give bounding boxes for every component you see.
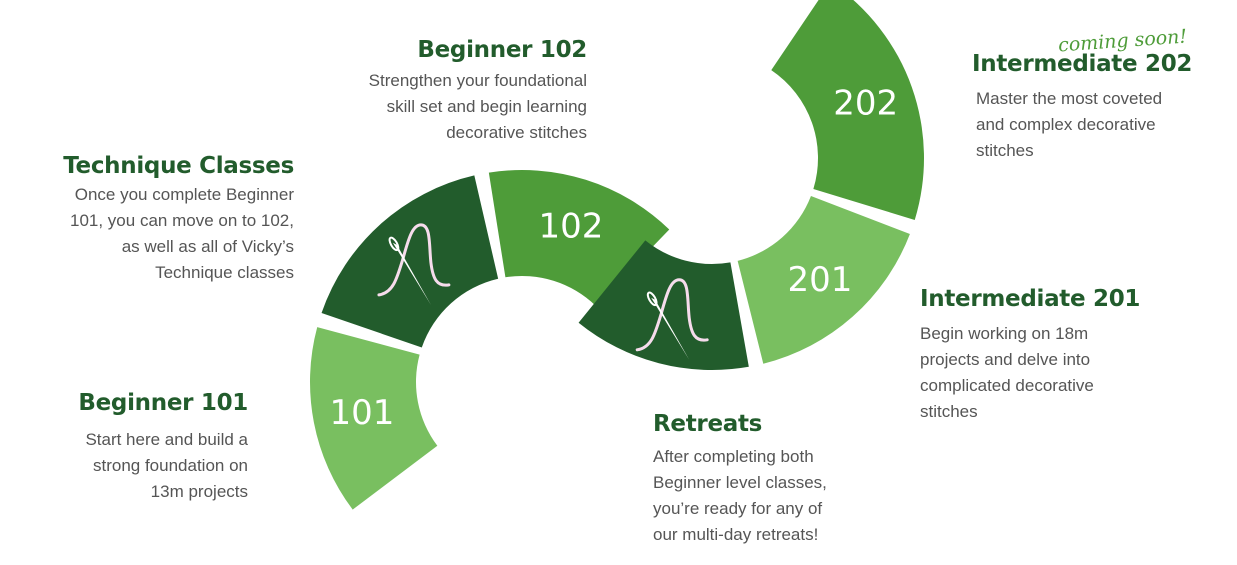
beginner-102-block: Beginner 102 Strengthen your foundationa… (368, 36, 588, 146)
description-line: stitches (976, 141, 1034, 160)
retreats-block: Retreats After completing both Beginner … (653, 410, 827, 548)
description-line: Technique classes (155, 263, 294, 282)
description-line: our multi-day retreats! (653, 525, 819, 544)
description-line: as well as all of Vicky’s (121, 237, 294, 256)
technique-classes-block: Technique Classes Once you complete Begi… (63, 152, 294, 286)
segment-label: 102 (539, 207, 604, 247)
needle-thread-icon (635, 278, 709, 360)
segment-101: 101 (310, 327, 438, 510)
description-line: Beginner level classes, (653, 473, 827, 492)
segment-label: 101 (330, 393, 395, 433)
beginner-101-block: Beginner 101 Start here and build a stro… (78, 389, 248, 505)
segment-retreats (578, 240, 749, 370)
description-line: and complex decorative (976, 115, 1156, 134)
description-line: skill set and begin learning (386, 97, 587, 116)
segment-label: 202 (833, 84, 898, 124)
description-line: 13m projects (150, 482, 248, 501)
description-line: Start here and build a (85, 430, 248, 449)
description-line: Master the most coveted (976, 89, 1163, 108)
intermediate-202-block: Intermediate 202 Master the most coveted… (972, 50, 1192, 164)
description-line: Begin working on 18m (920, 324, 1089, 343)
needle-thread-icon (377, 223, 451, 305)
retreats-title: Retreats (653, 411, 763, 437)
description-line: 101, you can move on to 102, (70, 211, 294, 230)
segment-technique (321, 175, 499, 348)
segment-shape (310, 327, 438, 510)
description-line: you’re ready for any of (653, 499, 823, 518)
segment-shape (737, 195, 910, 364)
description-line: decorative stitches (446, 123, 587, 142)
segment-label: 201 (788, 260, 853, 300)
intermediate-201-title: Intermediate 201 (920, 286, 1141, 312)
beginner-101-title: Beginner 101 (78, 390, 248, 416)
technique-classes-title: Technique Classes (63, 153, 294, 179)
segment-202: 202 (771, 0, 924, 220)
description-line: complicated decorative (920, 376, 1094, 395)
description-line: After completing both (653, 447, 814, 466)
description-line: Once you complete Beginner (74, 185, 294, 204)
segment-shape (771, 0, 924, 220)
segment-201: 201 (737, 195, 910, 364)
description-line: projects and delve into (920, 350, 1091, 369)
description-line: stitches (920, 402, 978, 421)
intermediate-202-title: Intermediate 202 (972, 51, 1193, 77)
description-line: Strengthen your foundational (368, 71, 587, 90)
intermediate-201-block: Intermediate 201 Begin working on 18m pr… (920, 285, 1140, 425)
beginner-102-title: Beginner 102 (417, 37, 587, 63)
description-line: strong foundation on (92, 456, 248, 475)
segment-shape (321, 175, 499, 348)
